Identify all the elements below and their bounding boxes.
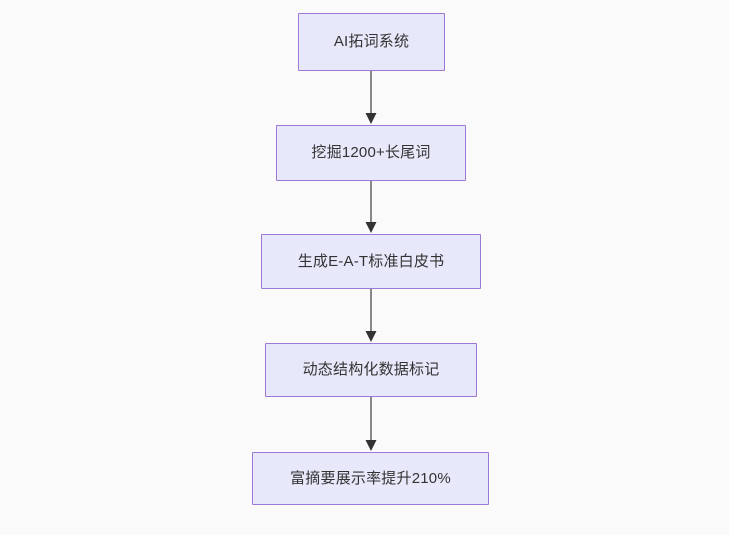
flowchart-node-rich-snippet-impression-uplift[interactable]: 富摘要展示率提升210% [252,452,489,505]
flowchart-node-dynamic-structured-data-markup[interactable]: 动态结构化数据标记 [265,343,477,397]
node-label: 富摘要展示率提升210% [290,469,451,487]
node-label: 动态结构化数据标记 [302,361,440,378]
node-label: 挖掘1200+长尾词 [311,144,431,161]
edge-n1-n2 [361,71,381,125]
edge-n4-n5 [361,397,381,452]
flowchart-node-mine-longtail-keywords[interactable]: 挖掘1200+长尾词 [276,125,466,181]
edge-n3-n4 [361,289,381,343]
flowchart-node-ai-keyword-system[interactable]: AI拓词系统 [298,13,445,71]
node-label: AI拓词系统 [333,33,410,50]
edge-n2-n3 [361,181,381,234]
flowchart-node-generate-eat-whitepaper[interactable]: 生成E-A-T标准白皮书 [261,234,481,289]
node-label: 生成E-A-T标准白皮书 [297,252,445,270]
